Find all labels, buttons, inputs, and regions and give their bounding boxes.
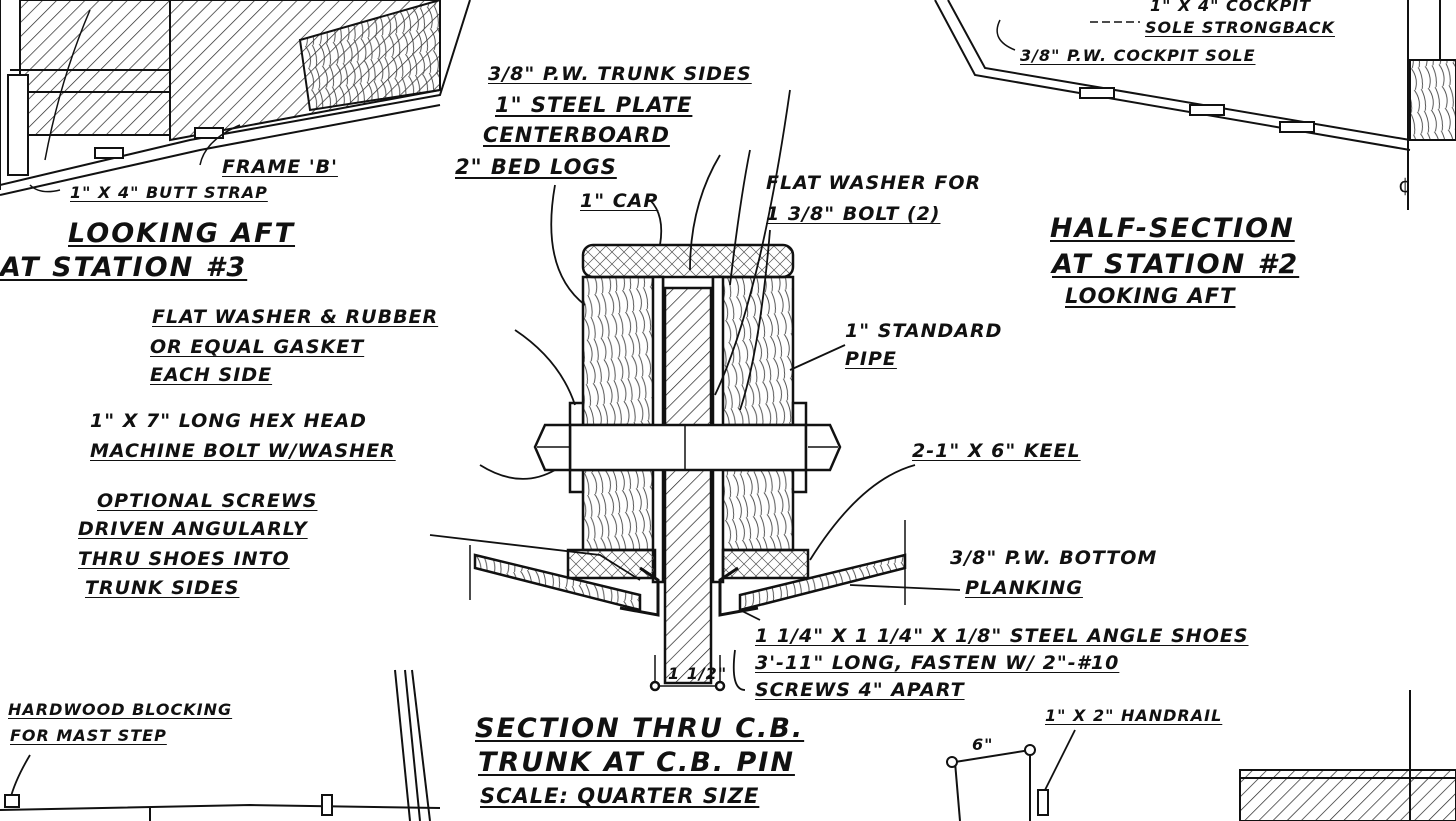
label-cockpit-strongback-1: 1" X 4" COCKPIT: [1150, 0, 1312, 15]
label-screws-3: THRU SHOES INTO: [78, 548, 290, 570]
label-planking-2: PLANKING: [965, 577, 1083, 599]
label-pipe-2: PIPE: [845, 348, 897, 370]
title-trunk: TRUNK AT C.B. PIN: [478, 747, 795, 778]
label-looking-aft-station-2: LOOKING AFT: [1065, 284, 1236, 308]
label-plate-dimension: 1 1/2": [668, 664, 728, 683]
label-gasket-3: EACH SIDE: [150, 364, 273, 386]
label-cap: 1" CAP: [580, 190, 659, 212]
label-mast-step: FOR MAST STEP: [10, 726, 167, 745]
label-gasket-2: OR EQUAL GASKET: [150, 336, 365, 358]
label-planking-1: 3/8" P.W. BOTTOM: [950, 547, 1158, 569]
label-bolt-2: MACHINE BOLT W/WASHER: [90, 440, 396, 462]
label-screws-4: TRUNK SIDES: [85, 577, 240, 599]
station-3-section: [0, 0, 471, 196]
label-bolt-size: 1 3/8" BOLT (2): [766, 203, 941, 225]
label-bed-logs: 2" BED LOGS: [455, 155, 617, 179]
title-section: SECTION THRU C.B.: [475, 713, 805, 744]
label-cockpit-strongback-2: SOLE STRONGBACK: [1145, 18, 1335, 37]
label-butt-strap: 1" X 4" BUTT STRAP: [70, 183, 268, 202]
station-2-section: ¢: [934, 0, 1456, 210]
label-shoes-3: SCREWS 4" APART: [755, 679, 965, 701]
label-gasket-1: FLAT WASHER & RUBBER: [152, 306, 439, 328]
label-station-2: AT STATION #2: [1052, 249, 1300, 280]
label-hardwood-blocking: HARDWOOD BLOCKING: [8, 700, 233, 719]
label-cockpit-sole: 3/8" P.W. COCKPIT SOLE: [1020, 46, 1256, 65]
label-trunk-sides: 3/8" P.W. TRUNK SIDES: [488, 63, 752, 85]
label-bolt-1: 1" X 7" LONG HEX HEAD: [90, 410, 367, 432]
label-handrail: 1" X 2" HANDRAIL: [1045, 706, 1223, 725]
label-half-section: HALF-SECTION: [1050, 213, 1295, 244]
trunk-section: [469, 243, 907, 692]
title-scale: SCALE: QUARTER SIZE: [480, 784, 760, 808]
label-steel-plate: 1" STEEL PLATE: [495, 93, 693, 117]
label-shoes-1: 1 1/4" X 1 1/4" X 1/8" STEEL ANGLE SHOES: [755, 625, 1249, 647]
label-keel: 2-1" X 6" KEEL: [912, 440, 1081, 462]
label-screws-2: DRIVEN ANGULARLY: [78, 518, 308, 540]
mast-step-area: [0, 669, 441, 821]
label-shoes-2: 3'-11" LONG, FASTEN W/ 2"-#10: [755, 652, 1120, 674]
label-frame-b: FRAME 'B': [222, 156, 338, 178]
label-station-3: AT STATION #3: [0, 252, 248, 283]
handrail-area: [946, 690, 1456, 821]
svg-text:¢: ¢: [1398, 173, 1411, 197]
leader-lines: [9, 89, 1076, 801]
label-looking-aft-station-3: LOOKING AFT: [68, 218, 296, 249]
label-pipe-1: 1" STANDARD: [845, 320, 1003, 342]
label-flat-washer-for: FLAT WASHER FOR: [766, 172, 982, 194]
label-centerboard: CENTERBOARD: [483, 123, 670, 147]
label-screws-1: OPTIONAL SCREWS: [97, 490, 318, 512]
label-handrail-dimension: 6": [972, 735, 994, 754]
